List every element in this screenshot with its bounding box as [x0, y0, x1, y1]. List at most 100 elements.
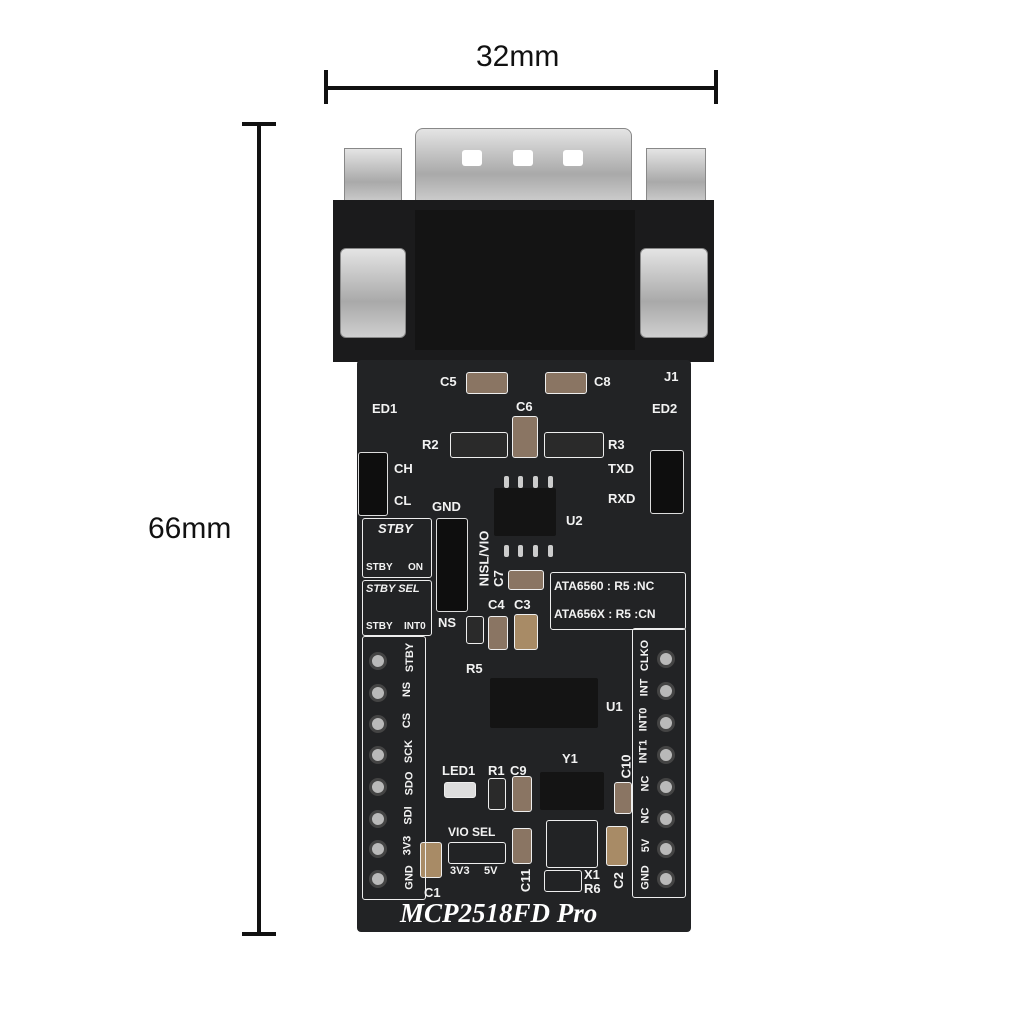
height-dimension-line: [257, 124, 261, 936]
silk-cl: CL: [394, 493, 412, 508]
left-pin-label: 3V3: [401, 835, 414, 856]
right-pin-label: GND: [639, 865, 652, 890]
silk-c6: C6: [516, 399, 533, 414]
left-pin-label: SCK: [403, 739, 416, 764]
silk-ed2: ED2: [652, 401, 678, 416]
silk-stby-option: STBY: [366, 562, 393, 573]
capacitor-c11: [512, 828, 532, 864]
silk-c2: C2: [610, 872, 626, 889]
silk-ata656x-note: ATA656X : R5 :CN: [554, 607, 656, 621]
pin-sdi[interactable]: [369, 810, 387, 828]
pin-gnd[interactable]: [369, 870, 387, 888]
pin-int1[interactable]: [657, 746, 675, 764]
pin-cs[interactable]: [369, 715, 387, 733]
silk-y1: Y1: [562, 751, 578, 766]
silk-u2: U2: [566, 513, 583, 528]
right-pin-header: [632, 628, 686, 898]
led1: [444, 782, 476, 798]
board-title: MCP2518FD Pro: [400, 898, 598, 928]
resistor-r1: [488, 778, 506, 810]
right-pin-label: NC: [639, 807, 652, 824]
connector-recess: [415, 210, 635, 350]
silk-c10: C10: [618, 754, 634, 779]
capacitor-c3: [514, 614, 538, 650]
width-tick-left: [324, 70, 328, 104]
silk-j1: J1: [664, 369, 679, 384]
silk-led1: LED1: [442, 763, 476, 778]
capacitor-c10: [614, 782, 632, 814]
pin-int0[interactable]: [657, 714, 675, 732]
silk-5v-option: 5V: [484, 865, 498, 877]
capacitor-c6: [512, 416, 538, 458]
left-pin-label: SDI: [402, 806, 415, 825]
silk-ch: CH: [394, 461, 413, 476]
screw-lock-right: [640, 248, 708, 338]
silk-stby-sel-int0: INT0: [404, 621, 426, 632]
silk-c7: C7: [490, 570, 506, 587]
silk-nisl-vio: NISL/VIO: [476, 530, 492, 587]
can-header-ch-cl: [358, 452, 388, 516]
crystal-x1: [546, 820, 598, 868]
capacitor-c8: [545, 372, 587, 394]
capacitor-c4: [488, 616, 508, 650]
right-pin-label: 5V: [640, 838, 653, 853]
left-pin-label: STBY: [404, 642, 417, 673]
right-pin-label: INT0: [637, 707, 650, 732]
pin-gnd[interactable]: [657, 870, 675, 888]
left-pin-label: GND: [403, 865, 416, 890]
connector-shell-metal: [415, 128, 632, 205]
silk-stby-title: STBY: [378, 521, 413, 536]
ic-u2-transceiver: [494, 488, 556, 536]
silk-c5: C5: [440, 374, 457, 389]
capacitor-c7: [508, 570, 544, 590]
silk-vio-sel: VIO SEL: [448, 825, 496, 839]
capacitor-c2: [606, 826, 628, 866]
silk-c4: C4: [488, 597, 505, 612]
capacitor-c5: [466, 372, 508, 394]
right-pin-label: CLKO: [639, 639, 652, 672]
pin-5v[interactable]: [657, 840, 675, 858]
silk-x1: X1: [584, 867, 600, 882]
right-pin-label: INT1: [637, 739, 650, 764]
silk-c9: C9: [510, 763, 527, 778]
silk-on-option: ON: [408, 562, 423, 573]
pin-stby[interactable]: [369, 652, 387, 670]
capacitor-c9: [512, 776, 532, 812]
pin-3v3[interactable]: [369, 840, 387, 858]
silk-c8: C8: [594, 374, 611, 389]
silk-stby-sel: STBY SEL: [366, 583, 420, 595]
pin-sck[interactable]: [369, 746, 387, 764]
width-label: 32mm: [476, 40, 560, 73]
silk-u1: U1: [606, 699, 623, 714]
standoff-right: [646, 148, 706, 205]
ic-u1-mcp2518fd: [490, 678, 598, 728]
silk-ns: NS: [438, 615, 457, 630]
screw-lock-left: [340, 248, 406, 338]
connector-pin-hole: [462, 150, 482, 166]
silk-rxd: RXD: [608, 491, 636, 506]
silk-3v3-option: 3V3: [450, 865, 470, 877]
width-dimension-line: [326, 86, 718, 90]
nisl-vio-jumper-header[interactable]: [436, 518, 468, 612]
pin-nc[interactable]: [657, 778, 675, 796]
pin-nc[interactable]: [657, 810, 675, 828]
pin-sdo[interactable]: [369, 778, 387, 796]
pin-clko[interactable]: [657, 650, 675, 668]
left-pin-label: NS: [401, 681, 414, 698]
connector-pin-hole: [513, 150, 533, 166]
pin-ns[interactable]: [369, 684, 387, 702]
pin-int[interactable]: [657, 682, 675, 700]
silk-r5: R5: [466, 661, 483, 676]
stby-jumper-box: [362, 518, 432, 578]
stby-sel-jumper-box: [362, 580, 432, 636]
left-pin-label: CS: [401, 712, 414, 729]
resistor-r5: [466, 616, 484, 644]
silk-c1: C1: [424, 885, 441, 900]
silk-gnd: GND: [432, 499, 461, 514]
right-pin-label: NC: [639, 775, 652, 792]
standoff-left: [344, 148, 402, 205]
silk-r2: R2: [422, 437, 439, 452]
height-tick-top: [242, 122, 276, 126]
silk-r3: R3: [608, 437, 625, 452]
silk-c11: C11: [518, 868, 534, 893]
